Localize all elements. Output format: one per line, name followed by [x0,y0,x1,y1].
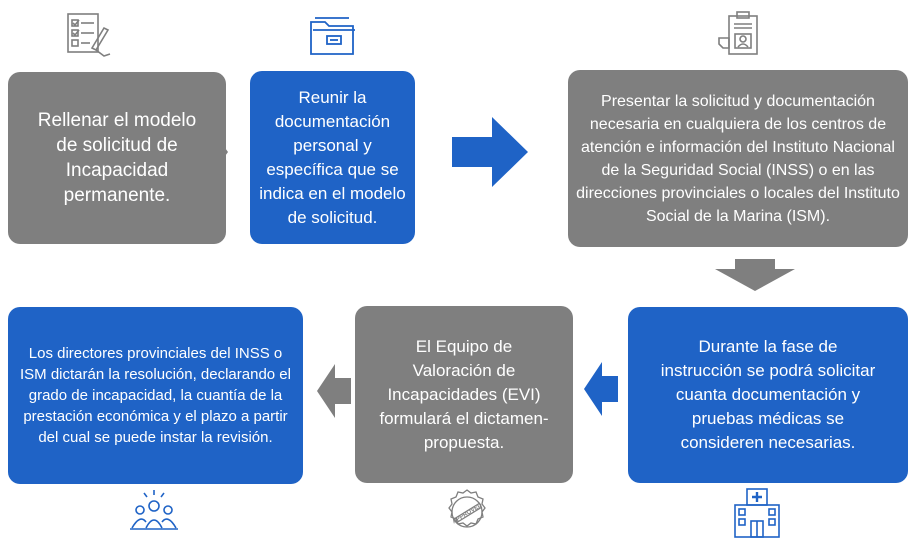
arrow-step4-to-step5 [584,362,618,416]
clipboard-id-icon [718,11,758,55]
step-5-text: El Equipo de Valoración de Incapacidades… [379,336,549,452]
team-icon [130,490,178,530]
step-3-text: Presentar la solicitud y documentación n… [576,92,900,225]
step-6-box: Los directores provinciales del INSS o I… [8,307,303,484]
step-1-box: Rellenar el modelo de solicitud de Incap… [8,72,226,244]
approved-stamp-icon: APPROVED [448,489,486,528]
arrow-step1-to-step2 [192,127,228,177]
step-6-text: Los directores provinciales del INSS o I… [20,345,291,446]
step-4-text: Durante la fase de instrucción se podrá … [660,337,876,452]
folder-icon [310,17,355,55]
step-3-box: Presentar la solicitud y documentación n… [568,70,908,247]
arrow-step5-to-step6 [317,364,351,418]
arrow-step3-to-step4 [715,259,795,291]
hospital-icon [734,488,780,538]
step-4-box: Durante la fase de instrucción se podrá … [628,307,908,483]
step-1-text: Rellenar el modelo de solicitud de Incap… [37,110,197,206]
step-2-box: Reunir la documentación personal y espec… [250,71,415,244]
step-5-box: El Equipo de Valoración de Incapacidades… [355,306,573,483]
form-checklist-icon [67,13,111,57]
step-2-text: Reunir la documentación personal y espec… [259,87,406,227]
arrow-step2-to-step3 [452,117,528,187]
